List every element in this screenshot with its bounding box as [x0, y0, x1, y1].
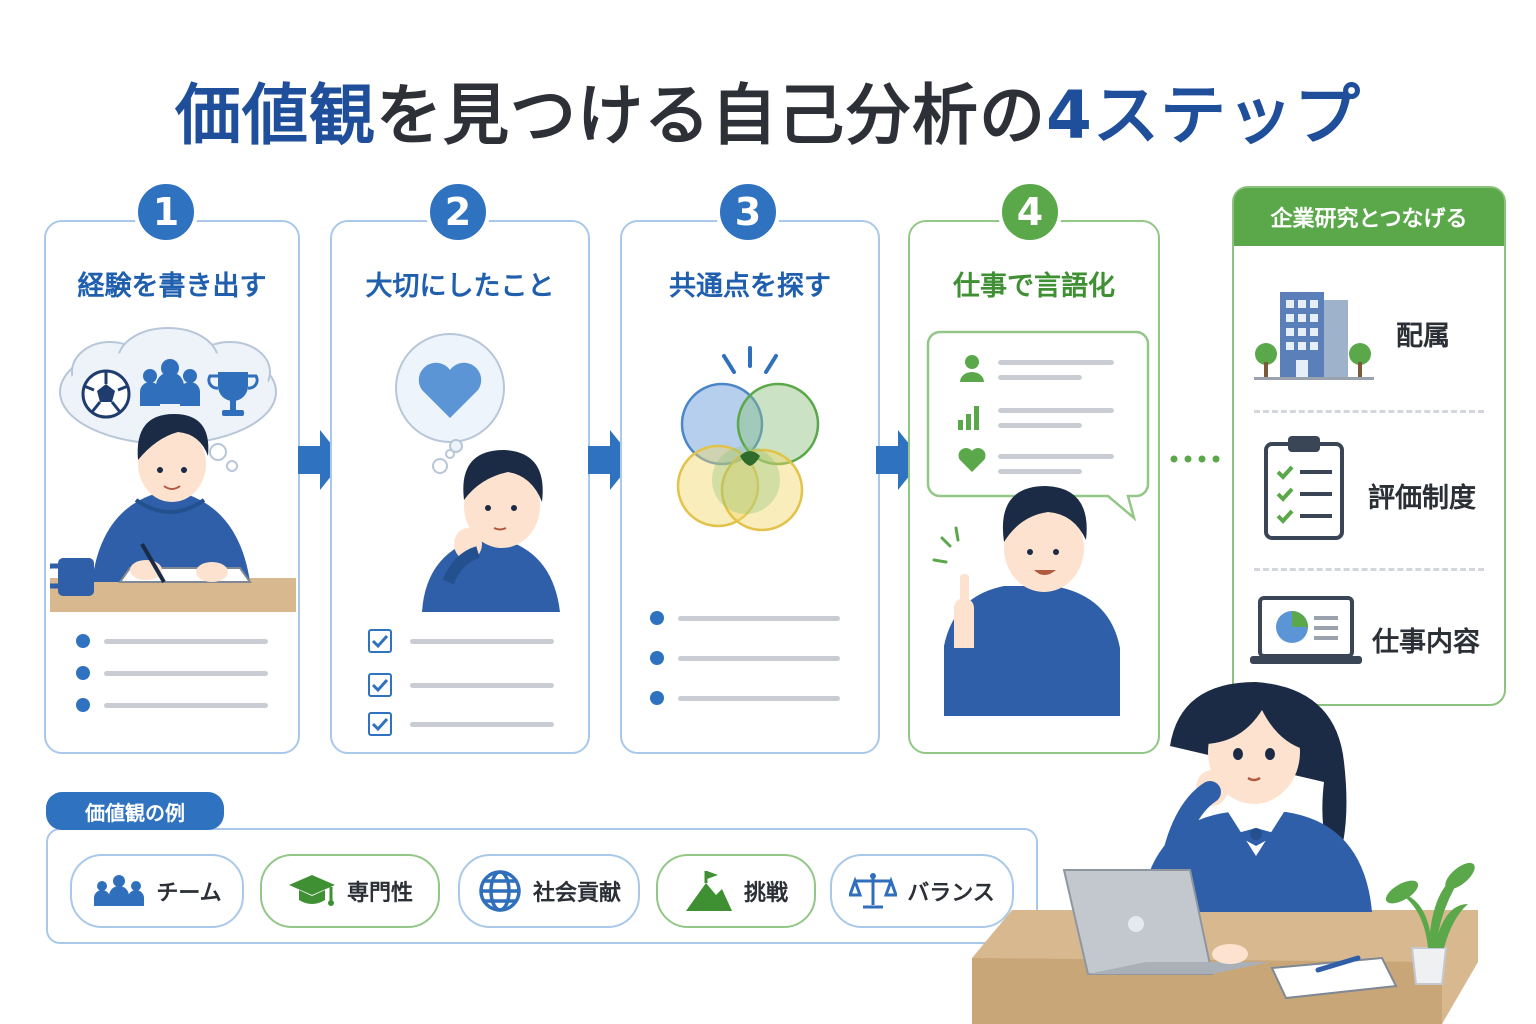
mountain-flag-icon	[685, 871, 732, 911]
title-part-number: 4	[1046, 77, 1093, 154]
office-building-icon	[1254, 292, 1374, 380]
value-pill-social-contribution: 社会貢献	[458, 854, 640, 928]
title-part-middle: を見つける自己分析の	[376, 77, 1047, 154]
list-bullet	[650, 691, 664, 705]
step-badge-1: 1	[134, 180, 198, 244]
scale-icon	[849, 873, 898, 909]
list-line	[104, 703, 268, 708]
student-thinking-illustration	[395, 333, 560, 612]
team-icon	[94, 875, 145, 906]
page-title: 価値観を見つける自己分析の4ステップ	[0, 62, 1536, 158]
step-title-2: 大切にしたこと	[365, 271, 555, 302]
divider	[1254, 568, 1484, 571]
list-line	[410, 722, 554, 727]
step-badge-3: 3	[716, 180, 780, 244]
venn-diagram-icon	[676, 346, 820, 532]
dotted-connector	[1170, 455, 1220, 463]
checkbox-checked	[368, 629, 392, 653]
value-pill-label: バランス	[907, 881, 995, 906]
step-title-4: 仕事で言語化	[953, 271, 1115, 302]
step-title-3: 共通点を探す	[669, 271, 831, 302]
student-boy	[932, 486, 1120, 716]
value-pill-expertise: 専門性	[260, 854, 440, 928]
list-bullet	[76, 698, 90, 712]
student-girl-laptop-illustration	[972, 682, 1478, 1024]
arrow-right-icon	[298, 430, 344, 490]
value-pill-challenge: 挑戦	[656, 854, 816, 928]
list-bullet	[76, 666, 90, 680]
profile-speech-bubble	[926, 330, 1150, 522]
checkbox-checked	[368, 712, 392, 736]
potted-plant-icon	[1385, 862, 1475, 985]
step-card-2	[330, 220, 590, 754]
step-badge-4: 4	[998, 180, 1062, 244]
arrow-right-icon	[588, 430, 634, 490]
list-bullet	[76, 634, 90, 648]
step-badge-2: 2	[426, 180, 490, 244]
value-pill-label: 社会貢献	[532, 881, 621, 906]
value-pill-label: 専門性	[346, 881, 413, 906]
list-line	[410, 683, 554, 688]
company-item-label: 配属	[1396, 321, 1450, 352]
student-boy	[422, 450, 560, 612]
soccer-ball-icon	[81, 369, 131, 419]
title-part-steps: ステップ	[1092, 77, 1361, 154]
arrow-right-icon	[876, 430, 922, 490]
student-boy	[92, 414, 252, 584]
list-line	[410, 639, 554, 644]
checkbox-checked	[368, 673, 392, 697]
list-line	[678, 696, 840, 701]
mug-icon	[50, 558, 94, 596]
list-bullet	[650, 611, 664, 625]
divider	[1254, 410, 1484, 413]
company-research-header: 企業研究とつなげる	[1234, 188, 1504, 246]
student-explaining-illustration	[926, 330, 1150, 716]
globe-icon	[479, 870, 521, 912]
list-line	[678, 616, 840, 621]
trophy-icon	[207, 372, 259, 416]
student-writing-illustration	[50, 327, 296, 612]
company-item-label: 評価制度	[1368, 483, 1476, 514]
heart-speech-bubble	[395, 333, 505, 474]
list-line	[104, 671, 268, 676]
title-part-values: 価値観	[175, 77, 377, 154]
value-examples-tag: 価値観の例	[46, 792, 224, 830]
value-pill-balance: バランス	[830, 854, 1014, 928]
list-line	[104, 639, 268, 644]
clipboard-checklist-icon	[1264, 436, 1344, 540]
list-bullet	[650, 651, 664, 665]
graduation-cap-icon	[288, 875, 335, 906]
team-people-icon	[140, 359, 200, 406]
value-pill-label: 挑戦	[743, 881, 788, 906]
value-pill-team: チーム	[70, 854, 244, 928]
step-title-1: 経験を書き出す	[77, 271, 267, 302]
laptop-chart-icon	[1250, 596, 1362, 664]
list-line	[678, 656, 840, 661]
value-pill-label: チーム	[156, 881, 222, 906]
step-card-3	[620, 220, 880, 754]
company-item-label: 仕事内容	[1372, 627, 1480, 658]
